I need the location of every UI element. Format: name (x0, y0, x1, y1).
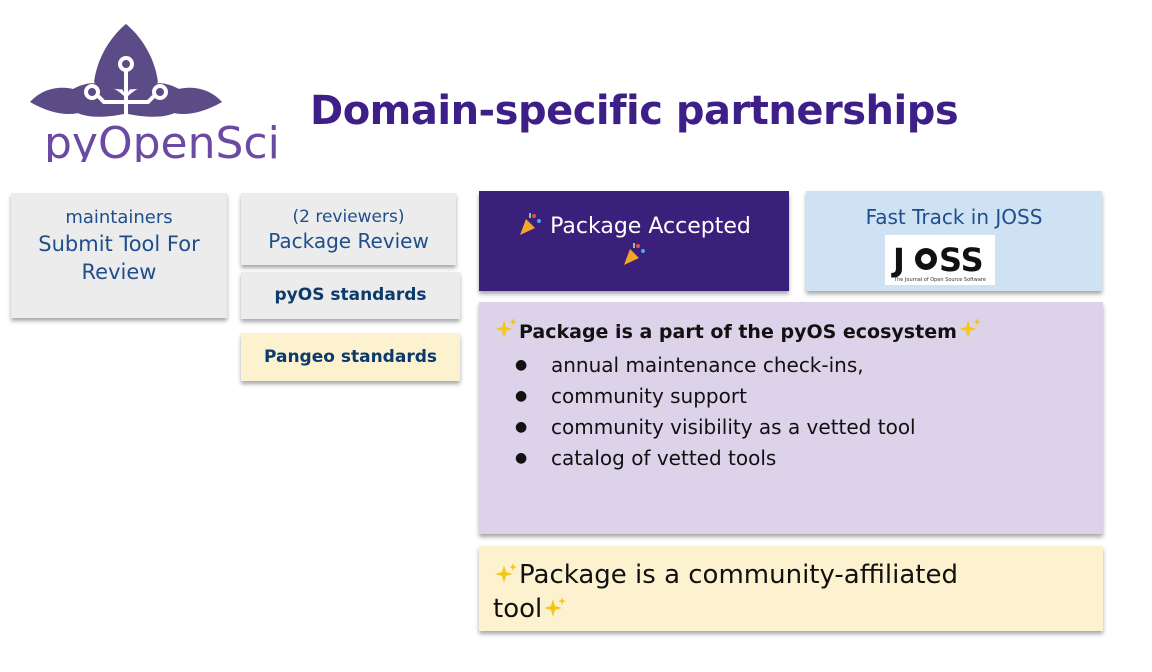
submit-line3: Review (81, 260, 157, 284)
page-title: Domain-specific partnerships (310, 88, 959, 134)
submit-line2: Submit Tool For (38, 232, 200, 256)
submit-line1: maintainers (65, 207, 173, 228)
party-popper-icon (624, 243, 645, 265)
joss-fast-track-card: Fast Track in JOSS J SS The Journal of O… (806, 191, 1102, 291)
pangeo-standards-card: Pangeo standards (241, 333, 460, 381)
logo-wordmark: pyOpenSci (44, 118, 280, 162)
package-accepted-card: Package Accepted (479, 191, 789, 291)
list-item: ●annual maintenance check-ins, (515, 353, 864, 377)
affiliated-line2: tool (493, 594, 543, 624)
ecosystem-heading-text: Package is a part of the pyOS ecosystem (519, 321, 957, 343)
affiliated-line1: Package is a community-affiliated (519, 560, 958, 590)
submit-tool-card: maintainers Submit Tool For Review (11, 193, 227, 318)
sparkles-icon (544, 597, 567, 617)
review-line1: (2 reviewers) (292, 207, 405, 227)
list-item: ●community visibility as a vetted tool (515, 415, 916, 439)
ecosystem-card: Package is a part of the pyOS ecosystem … (479, 302, 1103, 534)
pyopensci-logo: pyOpenSci (28, 22, 290, 169)
list-item: ●catalog of vetted tools (515, 446, 777, 470)
pyos-standards-card: pyOS standards (241, 272, 460, 319)
review-line2: Package Review (268, 229, 429, 253)
sparkles-icon (495, 318, 517, 338)
joss-logo-text: J (891, 241, 905, 279)
accepted-label: Package Accepted (550, 214, 751, 239)
list-item: ●community support (515, 384, 747, 408)
package-review-card: (2 reviewers) Package Review (241, 193, 456, 265)
ecosystem-list: ●annual maintenance check-ins, ●communit… (493, 350, 1103, 474)
sparkles-icon (495, 563, 517, 583)
community-affiliated-card: Package is a community-affiliated tool (479, 546, 1103, 631)
joss-label: Fast Track in JOSS (865, 205, 1043, 229)
svg-text:SS: SS (939, 241, 984, 279)
joss-logo: J SS The Journal of Open Source Software (885, 235, 995, 285)
ecosystem-heading: Package is a part of the pyOS ecosystem (493, 316, 1103, 346)
pyopensci-flower-icon: pyOpenSci (30, 24, 280, 169)
sparkles-icon (958, 318, 981, 338)
party-popper-icon (520, 213, 542, 235)
joss-caption: The Journal of Open Source Software (893, 277, 986, 283)
